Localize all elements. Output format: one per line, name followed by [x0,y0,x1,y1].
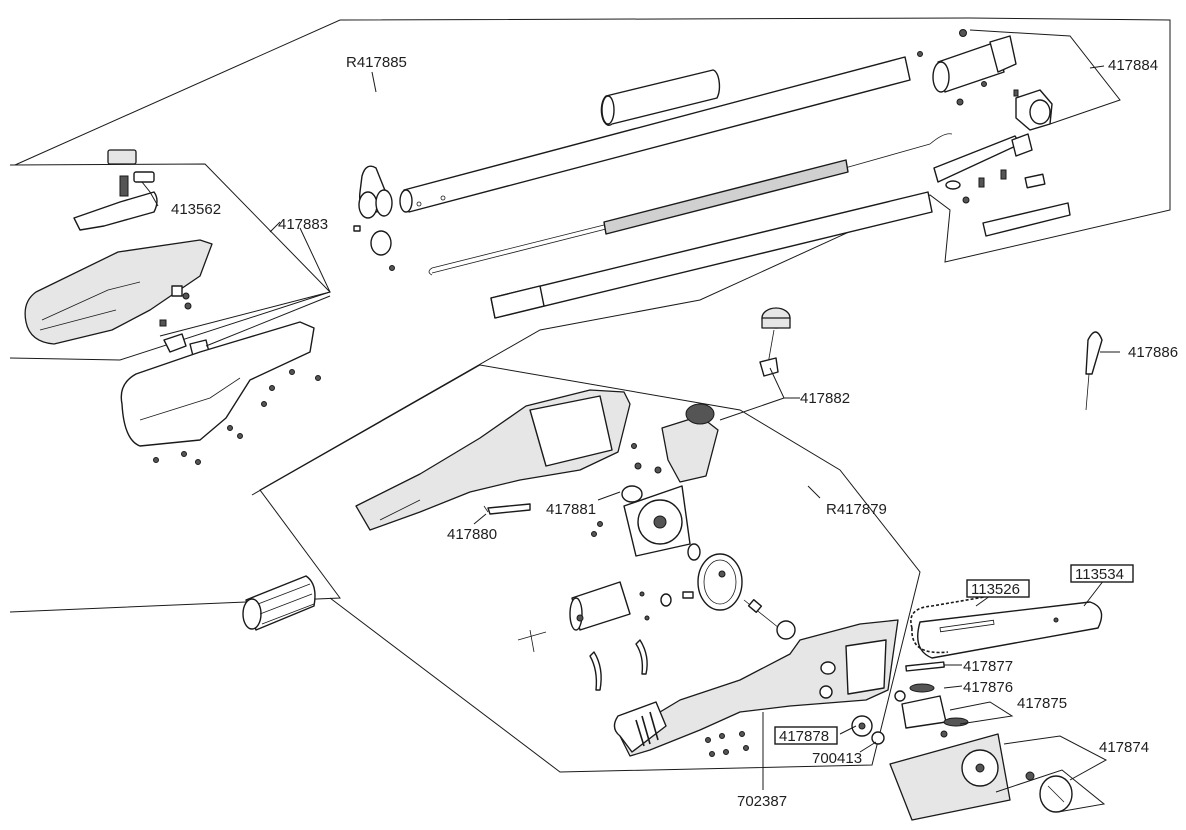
handle-half-left-part [24,239,213,345]
brush-holders-part [517,629,648,691]
rear-handle-parts [24,149,321,465]
outline-head-assembly [251,364,921,773]
front-housing-part [613,619,899,757]
callout-417880: 417880 [447,526,497,543]
lock-rail-part [933,133,1046,204]
callout-417882: 417882 [800,390,850,407]
callout-417884: 417884 [1108,57,1158,74]
lower-pole-tube-part [490,191,933,319]
callout-700413: 700413 [812,750,862,767]
upper-pole-tube-part [399,56,911,213]
drive-shaft-part [428,133,953,276]
sprocket-shaft-part [743,599,796,640]
sprocket-cover-part [889,733,1011,821]
oil-pump-part [591,443,662,537]
motor-housing-part [355,389,631,531]
callout-417876: 417876 [963,679,1013,696]
oil-cap-part [759,307,791,377]
leader-lines [141,29,1121,813]
callout-R417879: R417879 [826,501,887,518]
pole-assembly-parts [353,29,1071,319]
motor-part [569,581,694,631]
callout-417886: 417886 [1128,344,1178,361]
oil-hose-part [483,503,531,515]
screws-part [705,731,749,757]
callout-417878-box: 417878 [774,726,838,745]
callout-labels: R417885 417884 413562 417883 417882 4178… [171,54,1178,810]
callout-R417885: R417885 [346,54,407,71]
callout-113526: 113526 [971,581,1020,598]
gear-case-part [623,485,691,557]
coupler-part [917,29,1017,106]
coupler-knob-part [1013,89,1053,131]
foam-grip-part [242,575,316,631]
callout-417874: 417874 [1099,739,1149,756]
sprocket-part [851,715,885,745]
callout-417877: 417877 [963,658,1013,675]
callout-113534: 113534 [1075,566,1124,583]
handle-half-right-part [120,321,321,465]
callout-417875: 417875 [1017,695,1067,712]
shoulder-strap-clamp-part [353,165,395,271]
bar-and-chain-parts [889,595,1103,821]
callout-702387: 702387 [737,793,787,810]
callout-113534-box: 113534 [1070,564,1134,583]
rail-channel-part [982,202,1071,237]
callout-417883: 417883 [278,216,328,233]
callout-417881: 417881 [546,501,596,518]
bar-wrench-part [1085,331,1103,411]
saw-chain-part [910,595,991,654]
switch-part [107,149,155,197]
cover-knob-part [1025,771,1073,813]
gear-wheel-part [687,543,743,611]
callout-417878: 417878 [779,728,829,745]
callout-113526-box: 113526 [966,579,1030,598]
grip-sleeve-part [600,69,721,126]
callout-413562: 413562 [171,201,221,218]
trigger-lever-part [73,191,158,231]
outline-pole-assembly [9,17,1171,613]
tensioner-parts [894,661,969,738]
head-assembly-parts [355,389,899,757]
guide-bar-part [917,601,1103,659]
oil-tank-part [661,403,719,483]
